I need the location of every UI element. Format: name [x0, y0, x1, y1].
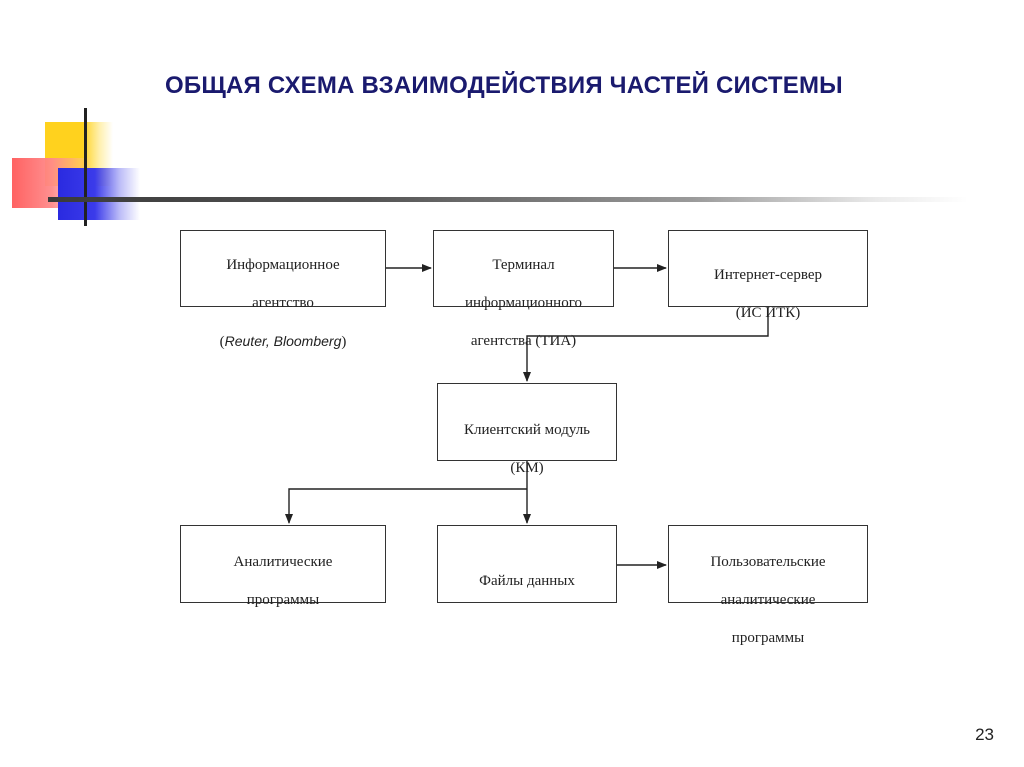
node-line: Пользовательские [710, 554, 826, 570]
title-underline [48, 197, 968, 202]
node-line: информационного [465, 295, 582, 311]
node-line: (КМ) [510, 460, 544, 476]
node-line: Интернет-сервер [714, 267, 822, 283]
decor-vertical-line [84, 108, 87, 226]
node-line: Информационное [226, 257, 340, 273]
node-line: агентства (ТИА) [470, 333, 577, 349]
node-line: Терминал [492, 257, 555, 273]
node-agency-terminal: Терминал информационного агентства (ТИА) [433, 230, 614, 349]
node-line: аналитические [720, 592, 816, 608]
agency-sources: Reuter, Bloomberg [224, 333, 342, 349]
node-information-agency: Информационное агентство (Reuter, Bloomb… [180, 230, 386, 350]
node-line: программы [246, 592, 320, 608]
paren-close: ) [341, 334, 347, 350]
node-user-analytic-programs: Пользовательские аналитические программы [668, 525, 868, 646]
decor-blue-square [58, 168, 140, 220]
node-line: (ИС ИТК) [735, 305, 801, 321]
node-line: Клиентский модуль [463, 422, 591, 438]
node-line: Аналитические [233, 554, 333, 570]
slide-title: ОБЩАЯ СХЕМА ВЗАИМОДЕЙСТВИЯ ЧАСТЕЙ СИСТЕМ… [165, 72, 843, 99]
paren-open: ( [219, 334, 225, 350]
node-line: программы [731, 630, 805, 646]
node-analytic-programs: Аналитические программы [180, 525, 386, 608]
node-line-sources: (Reuter, Bloomberg) [220, 332, 347, 352]
node-data-files: Файлы данных [437, 525, 617, 603]
node-internet-server: Интернет-сервер (ИС ИТК) [668, 230, 868, 321]
node-client-module: Клиентский модуль (КМ) [437, 383, 617, 476]
page-number: 23 [975, 725, 994, 744]
node-line: Файлы данных [479, 573, 575, 589]
node-line: агентство [252, 295, 314, 311]
